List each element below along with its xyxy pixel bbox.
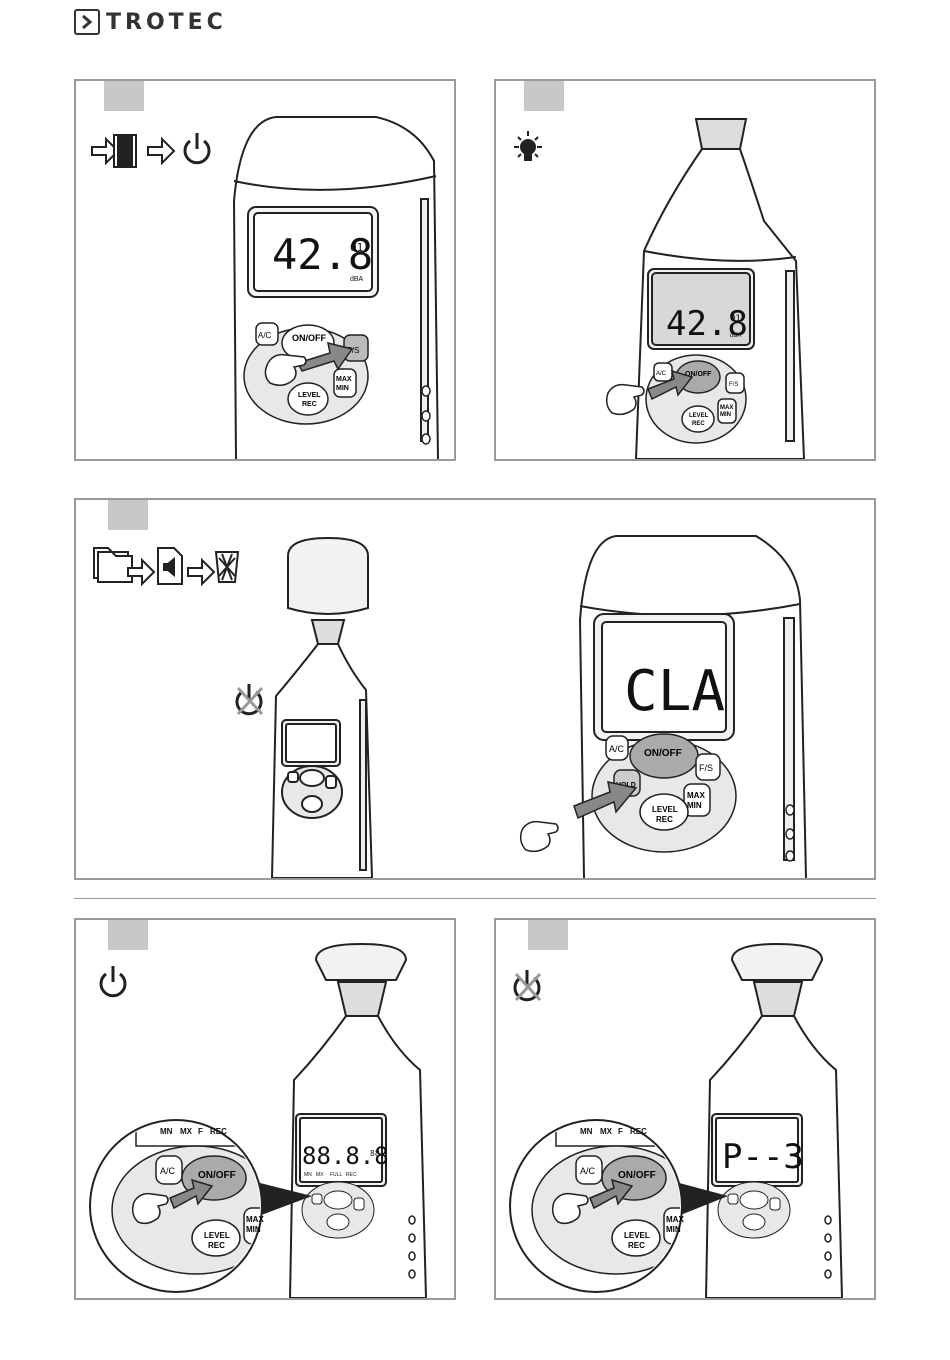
lcd-row-rec: REC — [346, 1172, 357, 1178]
lcd-unit: dBA — [730, 333, 741, 339]
rec-label: REC — [302, 401, 317, 408]
on-off-label: ON/OFF — [198, 1170, 236, 1181]
segment-rec: REC — [210, 1127, 227, 1136]
level-label: LEVEL — [689, 413, 709, 419]
min-label: MIN — [336, 385, 349, 392]
min-label: MIN — [666, 1225, 681, 1234]
segment-mn: MN — [160, 1127, 173, 1136]
lcd-small-digits: 01 — [350, 241, 363, 254]
min-label: MIN — [720, 412, 731, 418]
power-off-icon — [515, 970, 540, 1000]
max-label: MAX — [336, 376, 352, 383]
step-number-box — [528, 920, 568, 950]
power-icon — [185, 133, 209, 163]
segment-mn: MN — [580, 1127, 593, 1136]
step-number-box — [104, 81, 144, 111]
min-label: MIN — [687, 801, 702, 810]
min-label: MIN — [246, 1225, 261, 1234]
on-off-label: ON/OFF — [644, 748, 682, 759]
trotec-logo: TROTEC — [74, 8, 227, 36]
rec-label: REC — [692, 421, 705, 427]
power-icon — [101, 966, 125, 996]
segment-f: F — [198, 1127, 203, 1136]
rec-label: REC — [656, 815, 673, 824]
lcd-small-digits: 88 — [370, 1149, 380, 1158]
level-label: LEVEL — [204, 1231, 230, 1240]
chevron-right-icon — [74, 9, 100, 35]
brand-name: TROTEC — [106, 10, 227, 35]
step-number-box — [108, 500, 148, 530]
step-number-box — [524, 81, 564, 111]
pointing-hand-icon — [521, 822, 558, 852]
fs-label: F/S — [729, 382, 738, 388]
on-off-label: ON/OFF — [292, 333, 326, 343]
max-label: MAX — [720, 405, 733, 411]
ac-label: A/C — [609, 744, 625, 754]
level-label: LEVEL — [652, 805, 678, 814]
sound-meter-device — [706, 944, 842, 1298]
segment-mx: MX — [600, 1127, 613, 1136]
segment-mx: MX — [180, 1127, 193, 1136]
backlight-bulb-icon — [514, 131, 542, 160]
zoom-callout: MN MX F REC A/C ON/OFF MAX MIN LEVEL REC — [90, 1116, 280, 1292]
lcd-reading: 42.8 — [272, 230, 373, 279]
lcd-row-mn: MN — [304, 1172, 312, 1178]
lcd-reading: P--3 — [722, 1137, 804, 1177]
panel-step-2: 42.8 01 dBA A/C ON/OFF F/S MAX MIN LEVEL… — [494, 79, 876, 461]
panel-step-4: 88.8.8 88 MN MX FULL REC — [74, 918, 456, 1300]
max-label: MAX — [687, 791, 705, 800]
level-label: LEVEL — [624, 1231, 650, 1240]
ac-label: A/C — [580, 1166, 596, 1176]
rec-label: REC — [628, 1241, 645, 1250]
on-off-label: ON/OFF — [618, 1170, 656, 1181]
sound-meter-device-small — [272, 538, 372, 878]
ac-label: A/C — [656, 371, 667, 377]
rec-label: REC — [208, 1241, 225, 1250]
fs-label: F/S — [699, 763, 713, 773]
lcd-row-mx: MX — [316, 1172, 324, 1178]
delete-recordings-icon — [94, 548, 238, 584]
sound-meter-device — [290, 944, 426, 1298]
level-rec-button[interactable] — [682, 406, 714, 432]
insert-battery-icon — [92, 135, 174, 167]
lcd-unit: dBA — [350, 276, 364, 283]
max-label: MAX — [666, 1215, 684, 1224]
lcd-row-full: FULL — [330, 1172, 342, 1178]
zoom-callout: MN MX F REC A/C ON/OFF MAX MIN LEVEL REC — [510, 1116, 700, 1292]
max-min-button[interactable] — [718, 399, 736, 423]
panel-step-5: P--3 MN MX F REC — [494, 918, 876, 1300]
level-label: LEVEL — [298, 392, 321, 399]
max-min-button[interactable] — [334, 369, 356, 397]
step-number-box — [108, 920, 148, 950]
segment-rec: REC — [630, 1127, 647, 1136]
level-rec-button[interactable] — [288, 383, 328, 415]
ac-label: A/C — [160, 1166, 176, 1176]
panel-step-3: CLA A/C ON/OFF F/S HOLD MAX MIN LEVEL RE… — [74, 498, 876, 880]
section-divider — [74, 898, 876, 899]
ac-label: A/C — [258, 331, 272, 340]
segment-f: F — [618, 1127, 623, 1136]
lcd-small-digits: 01 — [730, 314, 741, 324]
lcd-reading: CLA — [624, 659, 725, 724]
power-off-icon — [237, 684, 262, 714]
max-label: MAX — [246, 1215, 264, 1224]
panel-step-1: 42.8 01 dBA A/C ON/OFF F/S MAX MIN LEVEL… — [74, 79, 456, 461]
